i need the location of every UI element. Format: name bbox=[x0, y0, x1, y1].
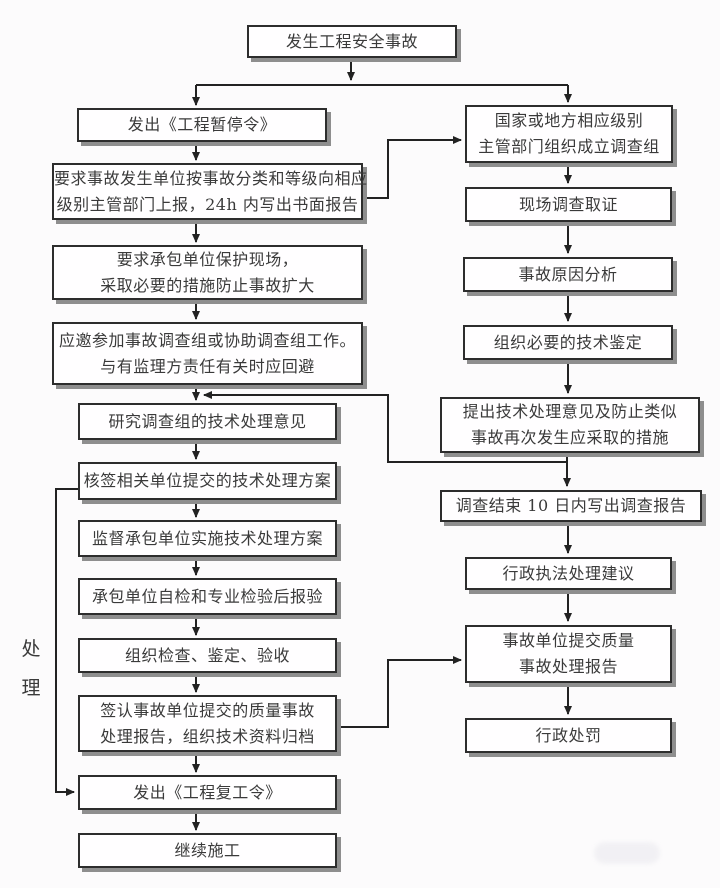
node-label: 行政处罚 bbox=[535, 725, 602, 745]
node-technical-appraisal: 组织必要的技术鉴定 bbox=[463, 325, 673, 360]
node-contractor-self-inspection: 承包单位自检和专业检验后报验 bbox=[78, 578, 337, 615]
node-label: 事故原因分析 bbox=[518, 264, 618, 284]
connector-l2-to-r1 bbox=[363, 136, 462, 199]
node-label: 发出《工程复工令》 bbox=[133, 782, 282, 802]
node-countersign-technical-plan: 核签相关单位提交的技术处理方案 bbox=[78, 462, 337, 500]
node-label: 监督承包单位实施技术处理方案 bbox=[91, 528, 323, 548]
node-label: 发生工程安全事故 bbox=[285, 31, 418, 51]
node-label: 签认事故单位提交的质量事故 处理报告，组织技术资料归档 bbox=[100, 700, 315, 746]
node-authority-form-investigation-team: 国家或地方相应级别 主管部门组织成立调查组 bbox=[465, 105, 673, 163]
node-accident-occurs: 发生工程安全事故 bbox=[247, 25, 457, 58]
node-investigation-report-10-days: 调查结束 10 日内写出调查报告 bbox=[440, 490, 702, 522]
node-study-technical-opinions: 研究调查组的技术处理意见 bbox=[78, 403, 337, 440]
node-label: 发出《工程暂停令》 bbox=[127, 115, 277, 134]
node-propose-technical-opinions: 提出技术处理意见及防止类似 事故再次发生应采取的措施 bbox=[440, 397, 700, 453]
watermark-blob bbox=[594, 842, 660, 864]
node-label: 应邀参加事故调查组或协助调查组工作。 与有监理方责任有关时应回避 bbox=[58, 330, 356, 376]
node-label: 继续施工 bbox=[174, 840, 241, 860]
node-join-investigation-team: 应邀参加事故调查组或协助调查组工作。 与有监理方责任有关时应回避 bbox=[52, 322, 363, 385]
connector-l10-to-r8 bbox=[337, 656, 462, 728]
node-organize-inspection-acceptance: 组织检查、鉴定、验收 bbox=[78, 638, 337, 673]
node-continue-construction: 继续施工 bbox=[78, 833, 337, 868]
node-administrative-enforcement-suggestion: 行政执法处理建议 bbox=[465, 557, 672, 590]
node-label: 国家或地方相应级别 主管部门组织成立调查组 bbox=[478, 111, 660, 156]
node-sign-quality-accident-report: 签认事故单位提交的质量事故 处理报告，组织技术资料归档 bbox=[78, 695, 337, 752]
node-label: 组织检查、鉴定、验收 bbox=[124, 645, 290, 665]
node-cause-analysis: 事故原因分析 bbox=[463, 257, 673, 292]
node-issue-work-resumption-order: 发出《工程复工令》 bbox=[78, 775, 337, 810]
node-administrative-penalty: 行政处罚 bbox=[465, 718, 672, 753]
node-label: 事故单位提交质量 事故处理报告 bbox=[502, 631, 635, 676]
node-label: 研究调查组的技术处理意见 bbox=[108, 411, 307, 431]
node-submit-quality-accident-report: 事故单位提交质量 事故处理报告 bbox=[465, 625, 672, 683]
node-label: 现场调查取证 bbox=[518, 194, 618, 214]
node-issue-work-suspension-order: 发出《工程暂停令》 bbox=[77, 108, 327, 142]
node-label: 要求事故发生单位按事故分类和等级向相应 级别主管部门上报，24h 内写出书面报告 bbox=[54, 168, 368, 214]
node-label: 行政执法处理建议 bbox=[502, 563, 635, 583]
node-label: 提出技术处理意见及防止类似 事故再次发生应采取的措施 bbox=[462, 402, 678, 447]
node-label: 承包单位自检和专业检验后报验 bbox=[91, 586, 323, 606]
node-site-investigation: 现场调查取证 bbox=[465, 187, 672, 222]
node-supervise-implementation: 监督承包单位实施技术处理方案 bbox=[78, 520, 337, 557]
side-label-handling: 处理 bbox=[21, 638, 41, 699]
node-label: 组织必要的技术鉴定 bbox=[493, 332, 643, 352]
node-label: 核签相关单位提交的技术处理方案 bbox=[83, 471, 332, 490]
node-label: 要求承包单位保护现场， 采取必要的措施防止事故扩大 bbox=[100, 249, 315, 295]
node-label: 调查结束 10 日内写出调查报告 bbox=[455, 496, 687, 515]
connector-l6-bypass-to-l11 bbox=[55, 488, 78, 796]
node-report-within-24h: 要求事故发生单位按事故分类和等级向相应 级别主管部门上报，24h 内写出书面报告 bbox=[52, 163, 368, 220]
node-protect-site: 要求承包单位保护现场， 采取必要的措施防止事故扩大 bbox=[52, 245, 363, 300]
